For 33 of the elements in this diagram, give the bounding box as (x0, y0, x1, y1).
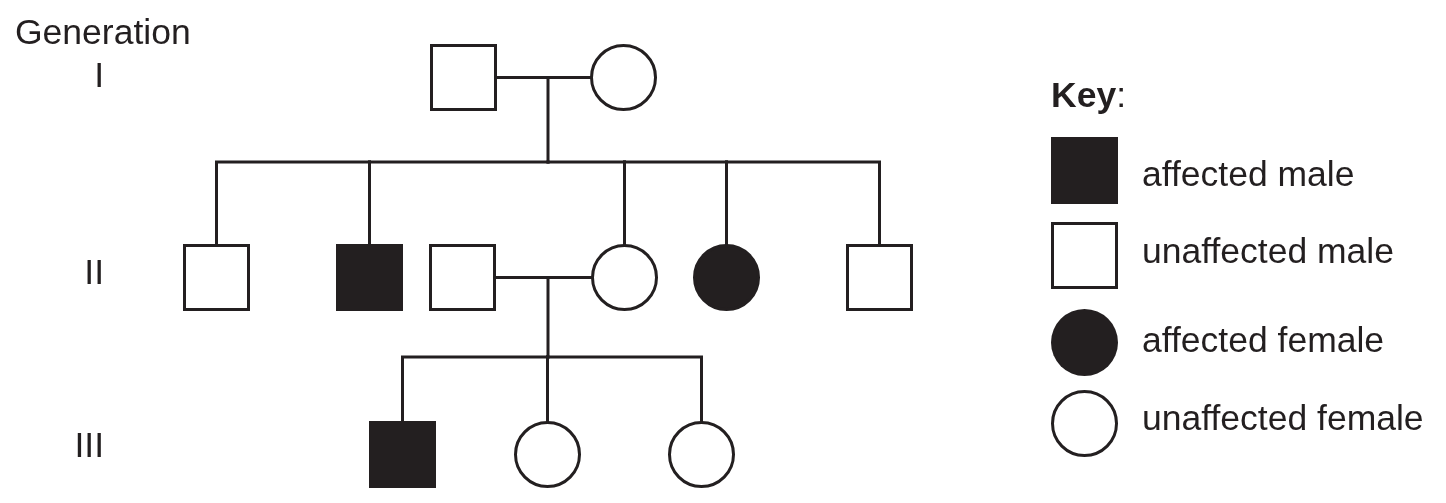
pedigree-square (183, 244, 250, 311)
descent-line (368, 160, 550, 164)
legend-title: Key: (1051, 76, 1126, 113)
descent-line (368, 160, 371, 246)
generation-number: III (74, 427, 104, 464)
pedigree-circle (591, 244, 658, 311)
pedigree-square (429, 244, 496, 311)
descent-line (623, 160, 728, 164)
descent-line (546, 76, 550, 164)
pedigree-square (369, 421, 436, 488)
pedigree-circle (514, 421, 581, 488)
pedigree-square (430, 44, 497, 111)
mating-line (494, 276, 593, 279)
legend-label: affected male (1142, 155, 1355, 192)
legend-label: unaffected male (1142, 232, 1394, 269)
pedigree-square (846, 244, 913, 311)
descent-line (546, 276, 550, 359)
pedigree-circle (693, 244, 760, 311)
generation-number: II (84, 253, 104, 290)
descent-line (546, 355, 549, 423)
pedigree-circle (668, 421, 735, 488)
generation-heading: Generation (15, 13, 191, 50)
mating-line (495, 76, 592, 79)
generation-number: I (94, 57, 104, 93)
descent-line (546, 160, 626, 164)
descent-line (215, 160, 371, 246)
descent-line (401, 355, 549, 423)
pedigree-circle (590, 44, 657, 111)
legend-label: unaffected female (1142, 399, 1424, 436)
pedigree-square (336, 244, 403, 311)
legend-label: affected female (1142, 321, 1385, 358)
descent-line (546, 355, 703, 423)
descent-line (725, 160, 881, 246)
